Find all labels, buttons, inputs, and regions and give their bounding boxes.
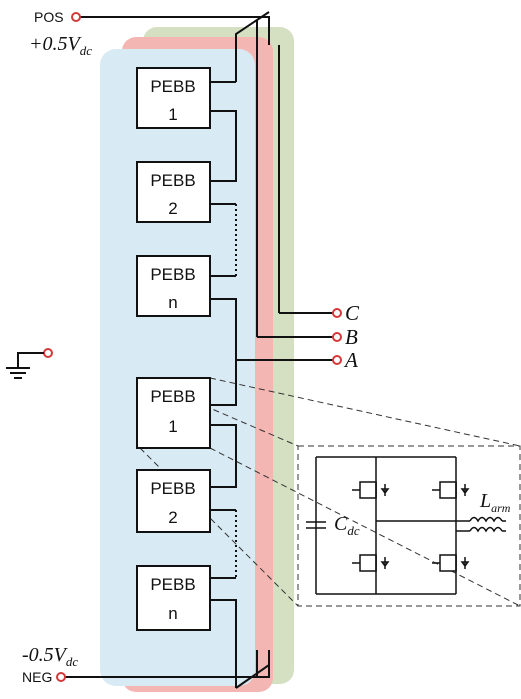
zoom-lines xyxy=(139,377,521,607)
phase-a-terminal[interactable] xyxy=(332,355,342,365)
pebb-box xyxy=(136,255,211,317)
capacitor-label-sub: dc xyxy=(347,523,360,538)
terminal-rings xyxy=(43,12,342,682)
pebbn-out xyxy=(210,298,237,382)
pebb1-to-pebb2 xyxy=(210,110,237,182)
pos-bus-diagonal xyxy=(235,11,270,82)
pos-voltage-label: +0.5Vdc xyxy=(29,33,92,58)
pebb-box xyxy=(136,469,211,533)
pebb-title: PEBB xyxy=(150,387,195,406)
neg-voltage-label: -0.5Vdc xyxy=(22,644,78,669)
phase-b-terminal[interactable] xyxy=(332,332,342,342)
pebb-box xyxy=(136,565,211,631)
inductor-label-sub: arm xyxy=(491,501,511,515)
pebb-index: n xyxy=(168,604,177,623)
igbt-switch-icon xyxy=(432,481,470,499)
pebb-module: PEBB 1 xyxy=(136,377,211,449)
inductor-icon xyxy=(469,516,506,533)
pebb-index: 1 xyxy=(168,417,177,436)
pebb-box xyxy=(136,161,211,223)
pebb-index: n xyxy=(168,293,177,312)
neg-voltage-sub: dc xyxy=(66,654,79,669)
capacitor-label: Cdc xyxy=(334,513,360,538)
ground-icon xyxy=(6,352,44,379)
phase-c-terminal[interactable] xyxy=(332,308,342,318)
zoom-line-bottom-right xyxy=(209,447,521,607)
pebb-index: 2 xyxy=(168,508,177,527)
pebb-detail-circuit xyxy=(306,456,470,595)
neg-voltage-main: -0.5V xyxy=(22,644,69,666)
pebb-box xyxy=(136,67,211,129)
pebb-module: PEBB n xyxy=(136,565,211,631)
igbt-switch-icon xyxy=(352,554,390,572)
inductor-label: Larm xyxy=(479,490,511,515)
pos-voltage-sub: dc xyxy=(80,43,93,58)
pebb-title: PEBB xyxy=(150,77,195,96)
pebb-module: PEBB 2 xyxy=(136,469,211,533)
zoom-line-top-left xyxy=(139,377,299,447)
phase-a-label: A xyxy=(343,348,358,372)
capacitor-icon xyxy=(306,521,326,529)
pebb-index: 1 xyxy=(168,105,177,124)
wiring xyxy=(64,11,334,689)
neg-terminal[interactable] xyxy=(56,672,66,682)
pos-voltage-main: +0.5V xyxy=(29,33,82,55)
zoom-line-top-right xyxy=(209,377,521,447)
phase-b-label: B xyxy=(345,325,358,349)
lower-pebbn-out xyxy=(210,599,237,688)
igbt-switch-icon xyxy=(352,481,390,499)
pos-label: POS xyxy=(34,9,64,25)
zoom-line-bottom-left xyxy=(139,447,299,607)
lower-pebb1-to-pebb2 xyxy=(210,424,237,488)
lower-pebb1-top-link xyxy=(210,382,237,406)
pebb-module: PEBB n xyxy=(136,255,211,317)
neg-label: NEG xyxy=(22,669,52,685)
pebb-index: 2 xyxy=(168,199,177,218)
pebb-title: PEBB xyxy=(150,171,195,190)
pebb-title: PEBB xyxy=(150,479,195,498)
capacitor-label-main: C xyxy=(334,513,348,535)
ground-terminal[interactable] xyxy=(43,348,53,358)
pebb-title: PEBB xyxy=(150,575,195,594)
phase-c-label: C xyxy=(345,301,360,325)
pebb-box xyxy=(136,377,211,449)
inductor-label-main: L xyxy=(479,490,491,512)
pebb-title: PEBB xyxy=(150,265,195,284)
pos-bus xyxy=(79,16,270,45)
neg-bus-diagonal xyxy=(235,664,270,689)
pebb-detail-box xyxy=(297,445,521,607)
pebb-module: PEBB 2 xyxy=(136,161,211,223)
pebb-module: PEBB 1 xyxy=(136,67,211,129)
igbt-switch-icon xyxy=(432,554,470,572)
pos-terminal[interactable] xyxy=(71,12,81,22)
